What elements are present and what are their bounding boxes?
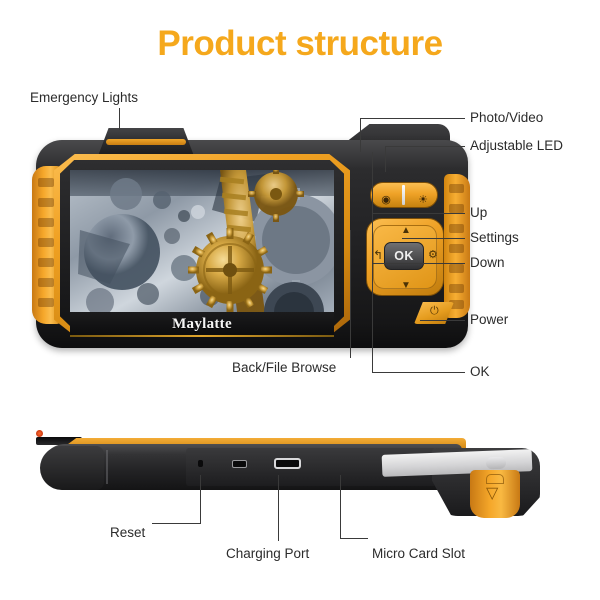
leader-back-file-v [350, 230, 352, 358]
latch-slot [486, 474, 504, 484]
flap-knob[interactable] [485, 456, 507, 470]
leader-reset-h [152, 523, 201, 525]
leader-micro-card-h [340, 538, 368, 540]
right-rubber-grip [444, 174, 470, 318]
callout-down: Down [470, 255, 505, 270]
page-title: Product structure [157, 24, 443, 63]
leader-ok-v [372, 152, 374, 372]
callout-photo-video: Photo/Video [470, 110, 544, 125]
gears-image [70, 170, 334, 320]
brand-underline [70, 335, 334, 337]
device-side-view: ▽ [36, 430, 540, 520]
photo-video-icon: ◉ [381, 194, 391, 206]
adjustable-led-icon: ☀ [418, 194, 428, 206]
callout-settings: Settings [470, 230, 519, 245]
button-divider [402, 185, 405, 205]
leader-charging-port [278, 475, 280, 541]
side-seam [106, 450, 108, 484]
leader-ok-h [372, 372, 465, 374]
callout-micro-card-slot: Micro Card Slot [372, 546, 466, 561]
callout-reset: Reset [110, 525, 146, 540]
leader-power [420, 320, 465, 322]
back-file-browse-icon[interactable]: ↰ [373, 248, 384, 262]
up-icon[interactable]: ▲ [401, 225, 411, 236]
battery-latch[interactable] [470, 470, 520, 518]
leader-micro-card-v [340, 475, 342, 538]
leader-adjustable-led-v [385, 146, 387, 172]
leader-adjustable-led-h [385, 146, 465, 148]
micro-card-slot[interactable] [36, 437, 82, 445]
charging-port[interactable] [274, 458, 301, 469]
auxiliary-port[interactable] [232, 460, 247, 468]
leader-settings [402, 238, 465, 240]
callout-adjustable-led: Adjustable LED [470, 138, 564, 153]
callout-ok: OK [470, 364, 490, 379]
leader-emergency-lights [119, 108, 121, 130]
power-icon: ⏻ [430, 305, 439, 317]
device-screen [70, 170, 334, 320]
leader-photo-video-v [360, 118, 362, 152]
emergency-lights-strip [106, 139, 186, 145]
charging-indicator-led [36, 430, 43, 437]
callout-charging-port: Charging Port [226, 546, 310, 561]
brand-name: Maylatte [172, 315, 232, 332]
down-icon[interactable]: ▼ [401, 280, 411, 291]
callout-power: Power [470, 312, 509, 327]
leader-up [372, 213, 465, 215]
brand-bar: Maylatte [70, 312, 334, 336]
reset-pinhole[interactable] [198, 460, 203, 467]
device-front-view: Maylatte ◉ ☀ OK ▲ ▼ ↰ ⚙ ⏻ [32, 122, 470, 360]
callout-up: Up [470, 205, 488, 220]
side-end-cap [40, 446, 104, 490]
latch-arrow-icon: ▽ [486, 485, 499, 502]
leader-down [372, 263, 465, 265]
leader-photo-video-h [360, 118, 465, 120]
callout-emergency-lights: Emergency Lights [30, 90, 139, 105]
ok-button[interactable]: OK [384, 242, 424, 270]
callout-back-file-browse: Back/File Browse [232, 360, 337, 375]
power-button[interactable] [414, 302, 454, 324]
settings-icon[interactable]: ⚙ [428, 249, 438, 261]
leader-reset-v [200, 475, 202, 523]
